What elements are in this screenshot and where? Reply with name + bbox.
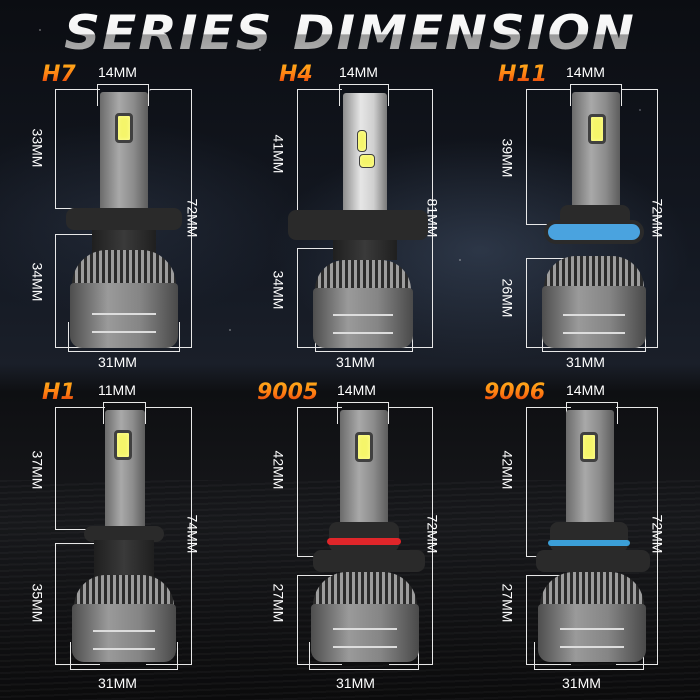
model-label: H4: [279, 62, 313, 87]
lower-height-bracket: [526, 575, 571, 665]
lower-height-label: 26MM: [499, 278, 516, 318]
top-width-bracket: [570, 84, 622, 106]
bulb-card-h1: H1 11MM 37MM 35MM 74MM 31MM: [0, 370, 233, 700]
top-width-label: 14MM: [566, 64, 605, 80]
lower-height-bracket: [55, 543, 100, 665]
total-height-bracket: [150, 89, 192, 348]
model-label: 9005: [257, 380, 319, 405]
top-width-label: 11MM: [98, 382, 136, 398]
lower-height-label: 35MM: [29, 583, 46, 623]
base-width-label: 31MM: [336, 354, 375, 370]
bulb-card-h7: H7 14MM 33MM 34MM 72MM 31MM: [0, 60, 233, 390]
lower-height-bracket: [55, 234, 100, 348]
top-width-label: 14MM: [566, 382, 605, 398]
base-width-bracket: [68, 322, 180, 352]
total-height-bracket: [146, 407, 192, 665]
base-width-bracket: [70, 642, 178, 670]
upper-height-bracket: [55, 407, 105, 530]
model-label: H11: [498, 62, 548, 87]
lower-height-label: 27MM: [499, 583, 516, 623]
bulb-card-h4: H4 14MM 41MM 34MM 81MM 31MM: [233, 60, 466, 390]
top-width-label: 14MM: [98, 64, 137, 80]
total-height-label: 72MM: [184, 198, 201, 238]
base-width-label: 31MM: [566, 354, 605, 370]
lower-height-bracket: [297, 575, 342, 665]
top-width-bracket: [339, 84, 389, 106]
upper-height-bracket: [55, 89, 100, 209]
page-title: SERIES DIMENSION: [0, 5, 700, 60]
base-width-label: 31MM: [336, 675, 375, 691]
bulb-card-h11: H11 14MM 39MM 26MM 72MM 31MM: [466, 60, 699, 390]
lower-height-label: 34MM: [270, 270, 287, 310]
lower-height-label: 34MM: [29, 262, 46, 302]
upper-height-label: 41MM: [270, 134, 287, 174]
bulb-card-9005: 9005 14MM 42MM 27MM 72MM 31MM: [233, 370, 466, 700]
total-height-label: 72MM: [649, 514, 666, 554]
lower-height-bracket: [526, 258, 571, 348]
lower-height-bracket: [297, 248, 342, 348]
lower-height-label: 27MM: [270, 583, 287, 623]
base-width-label: 31MM: [98, 354, 137, 370]
upper-height-label: 39MM: [499, 138, 516, 178]
total-height-label: 72MM: [424, 514, 441, 554]
top-width-bracket: [97, 84, 149, 106]
total-height-label: 74MM: [184, 514, 201, 554]
upper-height-label: 42MM: [499, 450, 516, 490]
top-width-bracket: [103, 402, 146, 424]
base-width-label: 31MM: [98, 675, 137, 691]
model-label: H1: [42, 380, 76, 405]
base-width-label: 31MM: [562, 675, 601, 691]
upper-height-label: 33MM: [29, 128, 46, 168]
total-height-label: 72MM: [649, 198, 666, 238]
base-width-bracket: [309, 642, 419, 670]
top-width-label: 14MM: [339, 64, 378, 80]
upper-height-label: 42MM: [270, 450, 287, 490]
total-height-bracket: [389, 89, 433, 348]
model-label: H7: [42, 62, 76, 87]
total-height-bracket: [622, 89, 658, 348]
model-label: 9006: [484, 380, 546, 405]
bulb-card-9006: 9006 14MM 42MM 27MM 72MM 31MM: [466, 370, 699, 700]
top-width-label: 14MM: [337, 382, 376, 398]
total-height-bracket: [616, 407, 658, 665]
top-width-bracket: [337, 402, 389, 424]
upper-height-bracket: [297, 89, 342, 222]
total-height-bracket: [389, 407, 433, 665]
upper-height-label: 37MM: [29, 450, 46, 490]
